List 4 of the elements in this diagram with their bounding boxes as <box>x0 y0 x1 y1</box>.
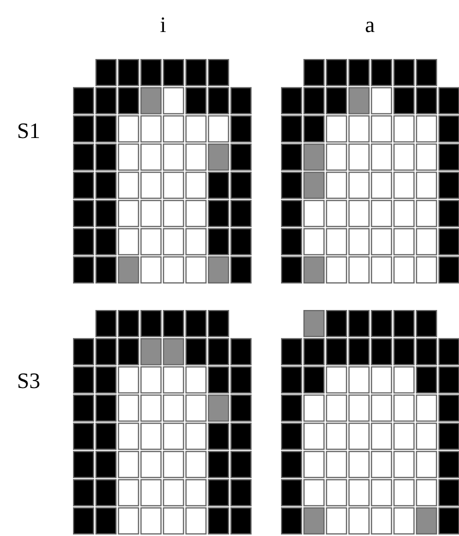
row-heading: S3 <box>17 370 40 392</box>
row-heading: S1 <box>17 120 40 142</box>
column-heading: i <box>160 14 166 36</box>
column-heading: a <box>365 14 375 36</box>
